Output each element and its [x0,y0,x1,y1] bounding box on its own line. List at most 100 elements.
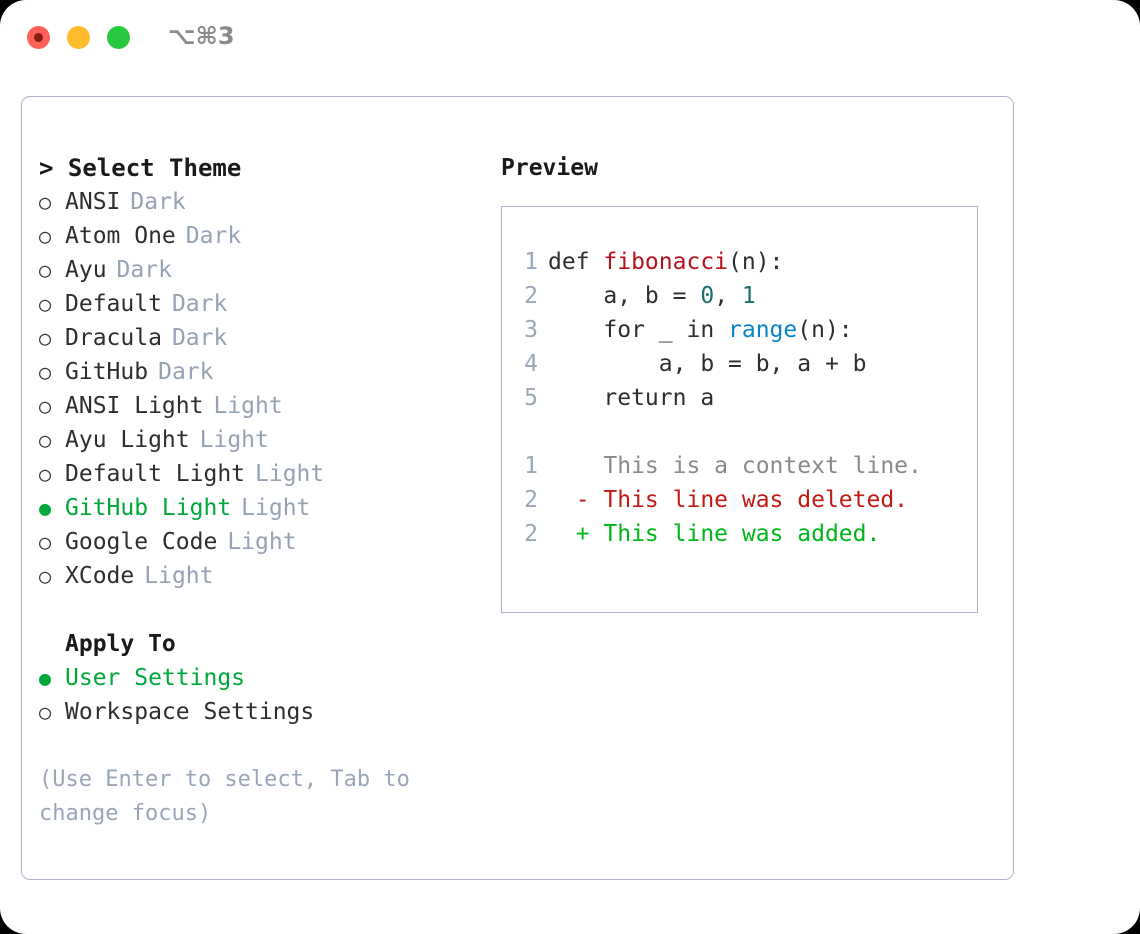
code-line-text: a, b = b, a + b [548,347,867,381]
apply-to-option-label: Workspace Settings [65,699,315,725]
keyboard-hint-text: (Use Enter to select, Tab to change focu… [39,767,424,826]
theme-option-ayu-light[interactable]: ○ Ayu Light Light [39,423,479,457]
code-line-number: 5 [524,385,538,411]
theme-variant-tag: Light [199,427,269,453]
diff-marker: - [548,487,604,513]
code-line-number: 1 [524,249,538,275]
radio-unselected-icon: ○ [39,292,52,316]
radio-unselected-icon: ○ [39,224,52,248]
code-line-text: for _ in range(n): [548,313,853,347]
code-line: 4 a, b = b, a + b [502,347,977,381]
theme-option-atom-one[interactable]: ○ Atom One Dark [39,219,479,253]
theme-variant-tag: Light [241,495,311,521]
diff-line-number: 1 [524,453,538,479]
radio-unselected-icon: ○ [39,190,52,214]
maximize-window-button[interactable] [107,26,130,49]
traffic-lights [27,26,130,49]
radio-unselected-icon: ○ [39,428,52,452]
code-line: 5 return a [502,381,977,415]
code-line: 3 for _ in range(n): [502,313,977,347]
diff-line-add: 2 + This line was added. [502,517,977,551]
code-token: 1 [741,283,756,309]
diff-line-ctx: 1 This is a context line. [502,449,977,483]
theme-option-label: ANSI Light [65,393,204,419]
code-line-number: 4 [524,351,538,377]
theme-option-ayu[interactable]: ○ Ayu Dark [39,253,479,287]
radio-unselected-icon: ○ [39,462,52,486]
theme-option-label: GitHub Light [65,495,232,521]
theme-variant-tag: Light [213,393,283,419]
code-line-number: 3 [524,317,538,343]
theme-option-default-light[interactable]: ○ Default Light Light [39,457,479,491]
diff-spacer [502,415,977,449]
code-token: a, b = b, a + b [548,351,867,377]
code-token: def [548,249,604,275]
theme-variant-tag: Dark [130,189,186,215]
theme-variant-tag: Dark [185,223,242,249]
apply-to-heading: Apply To [65,631,176,657]
radio-selected-icon: ● [39,496,52,520]
code-token: (n): [797,317,853,343]
code-token: range [728,317,798,343]
theme-option-label: Google Code [65,529,218,555]
radio-unselected-icon: ○ [39,530,52,554]
code-line-text: def fibonacci(n): [548,245,783,279]
theme-option-label: Ayu Light [65,427,190,453]
theme-variant-tag: Dark [116,257,172,283]
apply-to-option-user-settings[interactable]: ● User Settings [39,661,479,695]
diff-line-text: This line was added. [603,521,881,547]
code-token: return a [548,385,715,411]
diff-line-number: 2 [524,521,538,547]
diff-line-number: 2 [524,487,538,513]
code-token: for _ in [548,317,729,343]
code-line: 1 def fibonacci(n): [502,245,977,279]
apply-to-option-workspace-settings[interactable]: ○Workspace Settings [39,695,479,729]
code-token: a, b = [548,283,701,309]
radio-unselected-icon: ○ [39,394,52,418]
code-line-text: return a [548,381,714,415]
code-line-number: 2 [524,283,538,309]
theme-option-label: XCode [65,563,135,589]
radio-selected-icon: ● [39,666,52,690]
theme-option-ansi-light[interactable]: ○ ANSI Light Light [39,389,479,423]
radio-unselected-icon: ○ [39,360,52,384]
theme-option-label: Dracula [65,325,162,351]
theme-variant-tag: Light [144,563,214,589]
code-token: (n): [728,249,784,275]
code-token: 0 [700,283,715,309]
diff-line-text: This line was deleted. [603,487,909,513]
apply-to-option-label: User Settings [65,665,246,691]
diff-line-del: 2 - This line was deleted. [502,483,977,517]
select-theme-heading: > Select Theme [39,154,242,182]
theme-variant-tag: Dark [171,325,228,351]
theme-option-label: Default Light [65,461,246,487]
radio-unselected-icon: ○ [39,258,52,282]
diff-line-text: This is a context line. [603,453,922,479]
theme-variant-tag: Light [255,461,325,487]
theme-option-label: GitHub [65,359,149,385]
theme-option-github-light[interactable]: ● GitHub Light Light [39,491,479,525]
diff-sample: 1 This is a context line.2 - This line w… [502,449,977,551]
minimize-window-button[interactable] [67,26,90,49]
theme-option-label: Ayu [65,257,107,283]
theme-option-label: Atom One [65,223,176,249]
keyboard-shortcut-label: ⌥⌘3 [168,22,235,50]
theme-variant-tag: Dark [158,359,214,385]
close-window-button[interactable] [27,26,50,49]
section-spacer [39,593,479,627]
theme-option-github[interactable]: ○ GitHub Dark [39,355,479,389]
diff-marker: + [548,521,604,547]
code-line: 2 a, b = 0, 1 [502,279,977,313]
code-token: , [714,283,742,309]
